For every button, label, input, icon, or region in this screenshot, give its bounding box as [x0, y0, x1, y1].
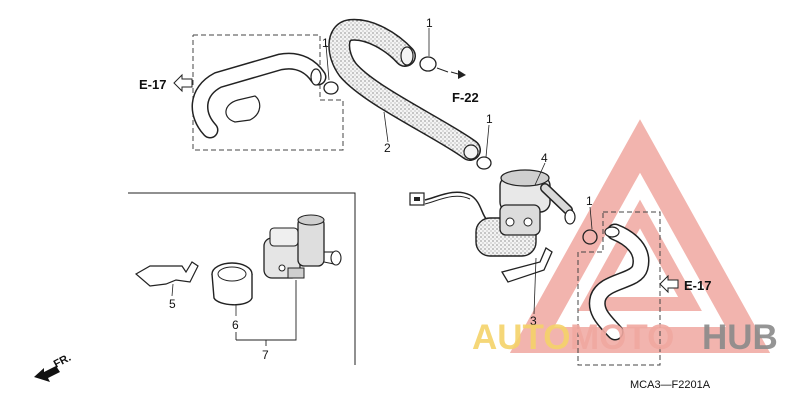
ref-e17-right: E-17 [659, 274, 711, 294]
callout-7: 7 [262, 348, 269, 362]
callouts: 1 1 1 1 2 3 4 5 6 7 [169, 16, 593, 362]
callout-3: 3 [530, 314, 537, 328]
band-clamp-part-6 [211, 262, 253, 316]
ref-label: E-17 [684, 278, 711, 293]
callout-4: 4 [541, 151, 548, 165]
watermark-text: AUTO MOTO HUB [472, 318, 778, 357]
hose-clamp [323, 81, 339, 95]
kit-box [128, 192, 356, 365]
hose-clamp [582, 229, 598, 245]
clamp-top-right [419, 28, 437, 72]
callout-1: 1 [322, 36, 329, 50]
front-label: FR. [52, 352, 73, 371]
dashed-group-right [577, 206, 661, 366]
watermark-hub: HUB [702, 318, 778, 357]
front-direction-marker: FR. [34, 352, 73, 382]
small-bracket-part-5 [134, 261, 199, 287]
callout-6: 6 [232, 318, 239, 332]
ref-label: E-17 [139, 77, 166, 92]
callout-1: 1 [486, 112, 493, 126]
hose-part-2 [328, 18, 481, 161]
ref-f22: F-22 [436, 67, 479, 105]
ref-label: F-22 [452, 90, 479, 105]
air-injection-valve [409, 162, 576, 257]
callout-2: 2 [384, 141, 391, 155]
callout-1: 1 [426, 16, 433, 30]
ref-e17-left: E-17 [139, 73, 193, 93]
watermark-auto: AUTO [472, 318, 571, 357]
clamp-mid [476, 124, 492, 170]
dashed-group-top-left [191, 34, 344, 151]
diagram-code: MCA3—F2201A [630, 379, 711, 391]
valve-body-kit [263, 214, 342, 279]
bracket-part-3 [500, 247, 553, 315]
callout-1: 1 [586, 194, 593, 208]
callout-5: 5 [169, 297, 176, 311]
watermark-moto: MOTO [570, 318, 674, 357]
